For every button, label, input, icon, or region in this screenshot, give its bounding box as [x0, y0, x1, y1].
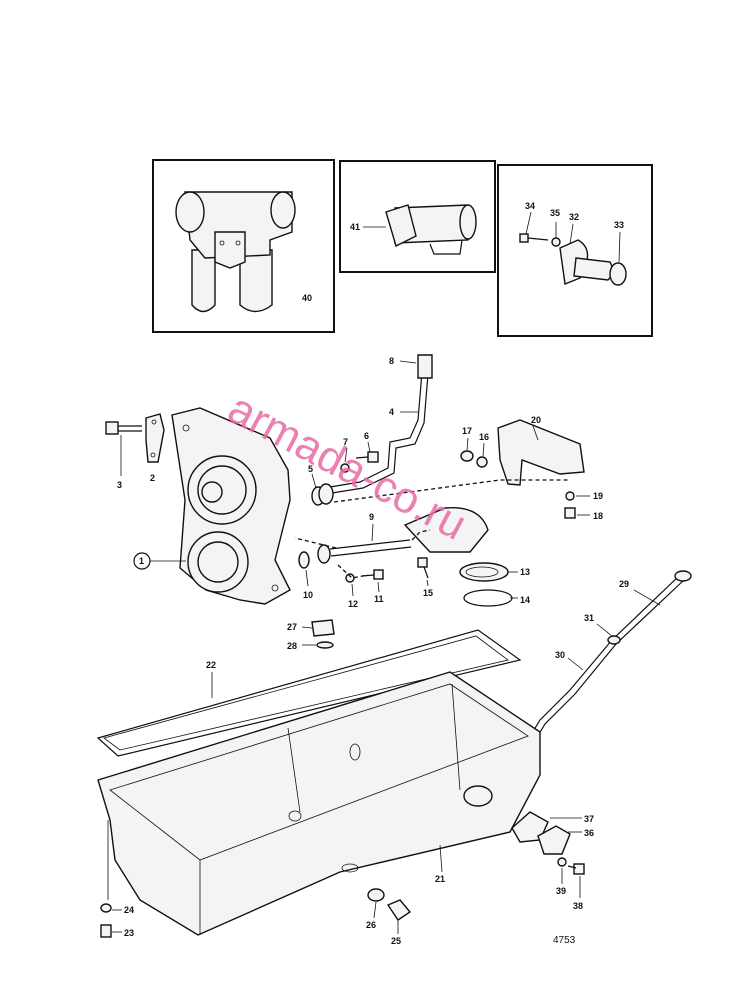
label-25: 25: [391, 936, 401, 946]
fittings-5-6-7: 5 7 6: [308, 431, 379, 506]
label-5: 5: [308, 464, 313, 474]
label-31: 31: [584, 613, 594, 623]
inset-box-40: 40: [152, 159, 335, 333]
label-9: 9: [369, 512, 374, 522]
label-13: 13: [520, 567, 530, 577]
drain-plug-25: 26 25: [366, 888, 412, 946]
oil-pipe-4: 8 4: [329, 354, 433, 494]
suction-pipe-9: 9 13 14: [298, 506, 530, 607]
label-12: 12: [348, 599, 358, 609]
inset-box-32-35: 34 35 32 33: [497, 164, 653, 337]
cover-36-37: 37 36 39 38: [511, 811, 594, 911]
label-16: 16: [479, 432, 489, 442]
label-35: 35: [550, 208, 560, 218]
oil-sump-21: 21: [97, 671, 541, 936]
gasket-2: 2: [145, 413, 165, 483]
label-21: 21: [435, 874, 445, 884]
label-34: 34: [525, 201, 535, 211]
label-29: 29: [619, 579, 629, 589]
label-37: 37: [584, 814, 594, 824]
label-23: 23: [124, 928, 134, 938]
oil-pump-assembly: 1: [133, 407, 291, 605]
label-39: 39: [556, 886, 566, 896]
label-27: 27: [287, 622, 297, 632]
label-26: 26: [366, 920, 376, 930]
label-7: 7: [343, 437, 348, 447]
label-3: 3: [117, 480, 122, 490]
figure-number: 4753: [553, 935, 576, 946]
gasket-22: 22: [96, 629, 522, 757]
label-19: 19: [593, 491, 603, 501]
label-30: 30: [555, 650, 565, 660]
label-8: 8: [389, 356, 394, 366]
label-4: 4: [389, 407, 394, 417]
bolt-3: 3: [105, 421, 142, 490]
label-15: 15: [423, 588, 433, 598]
label-14: 14: [520, 595, 530, 605]
label-24: 24: [124, 905, 134, 915]
label-6: 6: [364, 431, 369, 441]
bracket-20: 20 17 16 19 18: [460, 415, 603, 521]
dashed-assembly-lines: [294, 479, 570, 579]
label-22: 22: [206, 660, 216, 670]
label-38: 38: [573, 901, 583, 911]
label-2: 2: [150, 473, 155, 483]
label-1: 1: [139, 556, 144, 566]
label-11: 11: [374, 594, 384, 604]
plug-27: 27 28: [287, 619, 335, 651]
label-36: 36: [584, 828, 594, 838]
label-18: 18: [593, 511, 603, 521]
inset-box-41: 41: [339, 160, 496, 273]
label-40: 40: [302, 293, 312, 303]
fasteners-10-11-12-15: 10 12 11 15: [303, 557, 433, 609]
bolts-23-24: 24 23: [100, 820, 134, 938]
label-33: 33: [614, 220, 624, 230]
label-10: 10: [303, 590, 313, 600]
label-28: 28: [287, 641, 297, 651]
label-41: 41: [350, 222, 360, 232]
label-20: 20: [531, 415, 541, 425]
label-32: 32: [569, 212, 579, 222]
label-17: 17: [462, 426, 472, 436]
